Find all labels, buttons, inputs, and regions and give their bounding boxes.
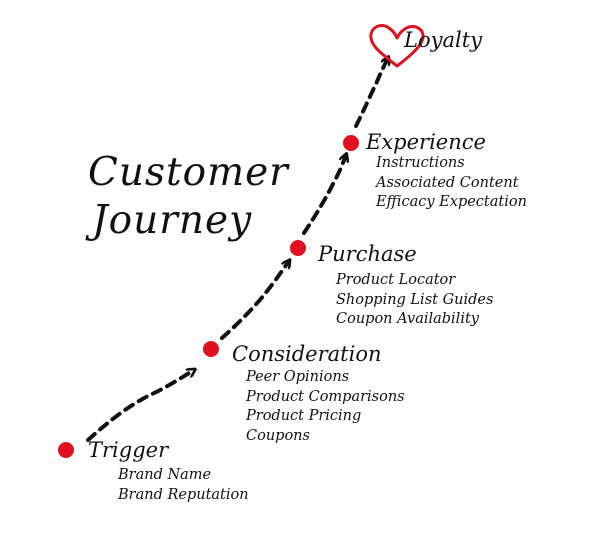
diagram-title-line-1: Customer: [88, 150, 289, 195]
diagram-title-line-2: Journey: [92, 198, 253, 243]
list-item: Instructions: [376, 155, 465, 171]
experience-dot-icon: [343, 135, 359, 151]
list-item: Shopping List Guides: [336, 291, 494, 308]
arrow-experience-to-loyalty: [354, 58, 388, 128]
arrow-trigger-to-consideration: [86, 370, 194, 442]
list-item: Coupon Availability: [336, 311, 479, 327]
stage-label-trigger: Trigger: [88, 438, 169, 462]
list-item: Associated Content: [376, 174, 519, 191]
list-item: Product Comparisons: [246, 388, 405, 405]
purchase-items: Product Locator Shopping List Guides Cou…: [336, 271, 493, 330]
arrow-consideration-to-purchase: [220, 261, 289, 340]
heart-outline-icon: [369, 24, 425, 68]
list-item: Peer Opinions: [246, 369, 350, 385]
consideration-items: Peer Opinions Product Comparisons Produc…: [246, 368, 405, 446]
experience-items: Instructions Associated Content Efficacy…: [376, 154, 527, 213]
list-item: Product Pricing: [246, 408, 362, 424]
trigger-dot-icon: [58, 442, 74, 458]
list-item: Efficacy Expectation: [376, 194, 527, 210]
list-item: Brand Name: [118, 467, 212, 483]
stage-label-experience: Experience: [366, 130, 486, 154]
arrow-purchase-to-experience: [302, 155, 346, 235]
consideration-dot-icon: [203, 341, 219, 357]
goal-label: Loyalty: [404, 28, 482, 52]
list-item: Brand Reputation: [118, 486, 249, 503]
trigger-items: Brand Name Brand Reputation: [118, 466, 249, 505]
stage-label-purchase: Purchase: [318, 242, 417, 266]
purchase-dot-icon: [290, 240, 306, 256]
stage-label-consideration: Consideration: [232, 342, 382, 366]
list-item: Product Locator: [336, 272, 456, 288]
list-item: Coupons: [246, 427, 310, 444]
